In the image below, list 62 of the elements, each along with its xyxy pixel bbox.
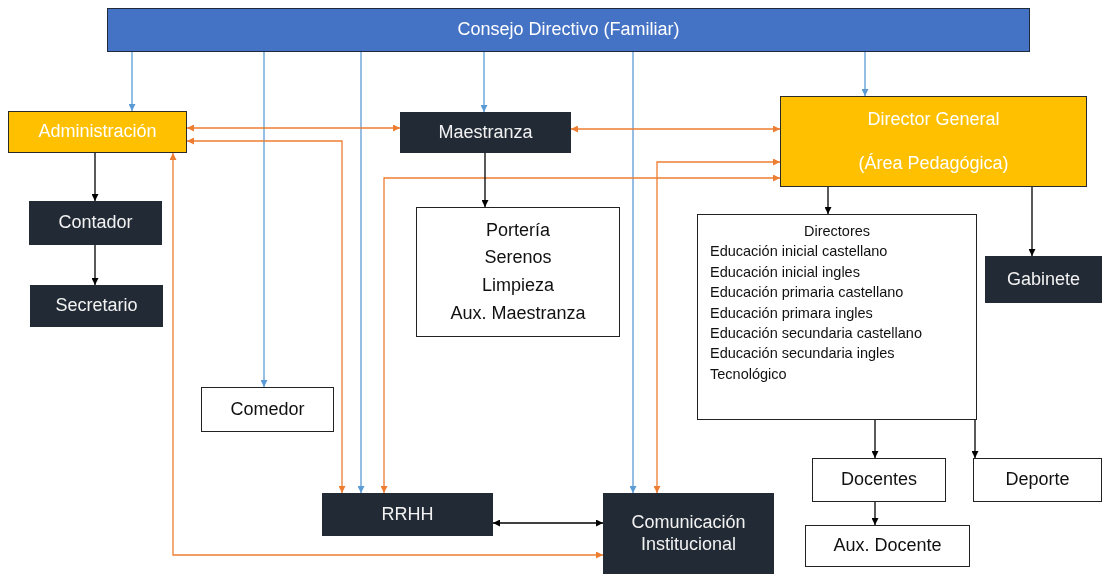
- list-heading: Directores: [802, 223, 872, 241]
- arrow: [653, 158, 781, 494]
- box-label: Consejo Directivo (Familiar): [457, 19, 680, 41]
- process-box: [29, 201, 162, 245]
- box-label: Maestranza: [438, 121, 533, 144]
- list-item: Educación secundaria ingles: [710, 345, 896, 363]
- highlight-box: [8, 111, 187, 153]
- arrow: [492, 519, 604, 527]
- arrow: [91, 244, 99, 286]
- arrow: [629, 51, 637, 494]
- box-label: Deporte: [1005, 469, 1070, 491]
- arrow: [871, 501, 879, 526]
- list-item: Tecnológico: [710, 365, 788, 384]
- process-box: [973, 458, 1102, 502]
- arrow: [570, 125, 781, 133]
- arrow: [91, 152, 99, 202]
- list-item: Educación secundaria castellano: [710, 324, 923, 343]
- header-box: [107, 8, 1030, 52]
- box-label: Docentes: [840, 469, 917, 491]
- process-box: [322, 493, 493, 536]
- box-label: Aux. Maestranza: [450, 302, 586, 325]
- arrow: [824, 186, 832, 215]
- arrow: [260, 51, 268, 388]
- process-box: [805, 525, 970, 567]
- arrow: [871, 419, 879, 459]
- highlight-box: [780, 96, 1087, 187]
- list-item: Educación inicial ingles: [710, 263, 861, 282]
- box-label: Secretario: [55, 295, 138, 317]
- arrow: [480, 51, 488, 113]
- process-box: [603, 493, 774, 574]
- arrow: [128, 51, 136, 112]
- arrow: [481, 152, 489, 208]
- box-label: Director General: [867, 108, 1000, 131]
- arrow: [169, 152, 604, 559]
- box-label: (Área Pedagógica): [858, 152, 1009, 175]
- list-item: Educación primaria castellano: [710, 284, 905, 302]
- list-item: Educación primara ingles: [710, 304, 874, 322]
- process-box: [416, 207, 620, 337]
- arrow: [186, 124, 401, 132]
- box-label: Gabinete: [1006, 268, 1081, 291]
- process-box: [30, 285, 163, 327]
- box-label: RRHH: [381, 503, 434, 526]
- box-label: Comunicación Institucional: [630, 511, 747, 556]
- process-box: [400, 112, 571, 153]
- list-item: Educación inicial castellano: [710, 243, 889, 261]
- box-label: Portería: [486, 219, 550, 242]
- process-box: [812, 458, 946, 502]
- arrow: [861, 51, 869, 97]
- box-label: Aux. Docente: [833, 535, 942, 557]
- arrow: [380, 174, 781, 494]
- box-label: Contador: [58, 212, 133, 234]
- arrow: [1028, 186, 1036, 257]
- arrow: [971, 419, 979, 459]
- list-box: [697, 214, 977, 420]
- box-label: Comedor: [230, 398, 305, 421]
- arrow: [186, 137, 346, 494]
- box-label: Limpieza: [481, 275, 554, 297]
- process-box: [985, 256, 1102, 303]
- process-box: [201, 387, 334, 432]
- box-label: Administración: [38, 121, 157, 143]
- box-label: Serenos: [484, 247, 552, 269]
- arrow: [357, 51, 365, 494]
